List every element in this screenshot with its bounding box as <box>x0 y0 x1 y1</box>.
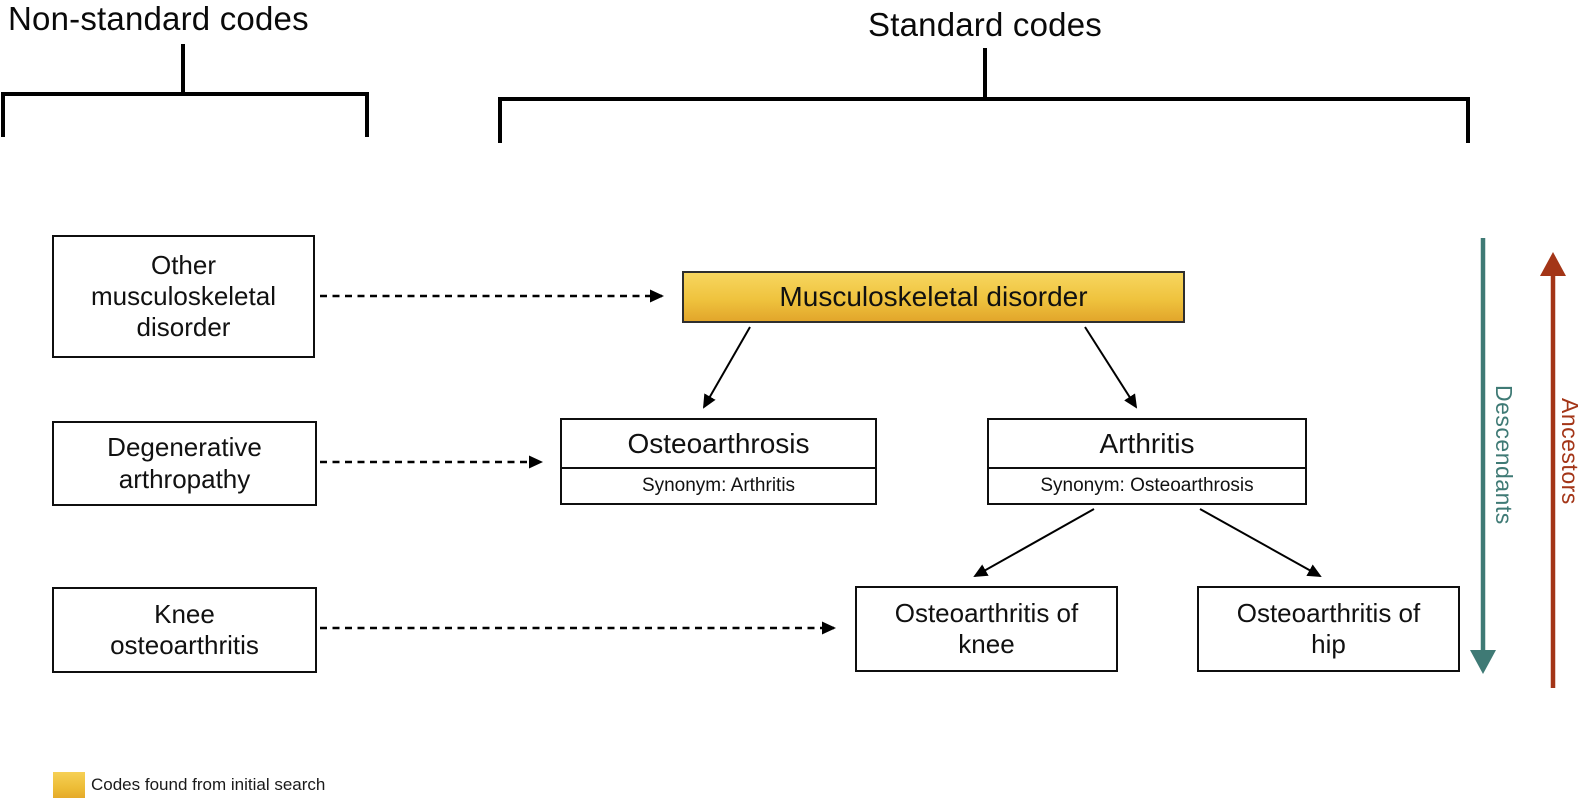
legend-gold-swatch <box>53 772 85 798</box>
node-label: Other musculoskeletal disorder <box>91 249 276 343</box>
non-standard-bracket <box>1 44 369 137</box>
node-osteoarthritis-of-knee: Osteoarthritis of knee <box>855 586 1118 672</box>
node-osteoarthritis-of-hip: Osteoarthritis of hip <box>1197 586 1460 672</box>
node-osteoarthrosis: Osteoarthrosis Synonym: Arthritis <box>560 418 877 505</box>
node-label: Degenerative arthropathy <box>107 432 262 494</box>
legend-label: Codes found from initial search <box>91 775 326 794</box>
arrow-root-to-osteoarthrosis <box>703 326 751 409</box>
node-knee-osteoarthritis: Knee osteoarthritis <box>52 587 317 673</box>
ancestors-label: Ancestors <box>1557 398 1583 505</box>
node-degenerative-arthropathy: Degenerative arthropathy <box>52 421 317 506</box>
node-synonym: Synonym: Arthritis <box>641 475 796 496</box>
node-label: Osteoarthritis of knee <box>894 597 1079 659</box>
node-musculoskeletal-disorder-highlighted: Musculoskeletal disorder <box>682 271 1185 323</box>
non-standard-codes-title: Non-standard codes <box>8 0 309 37</box>
node-arthritis: Arthritis Synonym: Osteoarthrosis <box>987 418 1307 505</box>
node-label: Musculoskeletal disorder <box>779 281 1088 313</box>
descendants-label: Descendants <box>1491 385 1517 525</box>
standard-bracket <box>498 48 1470 143</box>
node-label: Osteoarthritis of hip <box>1236 597 1421 659</box>
legend: Codes found from initial search <box>53 772 325 798</box>
arrow-arthritis-to-oa-hip <box>1199 508 1322 577</box>
node-other-musculoskeletal-disorder: Other musculoskeletal disorder <box>52 235 315 358</box>
arrow-root-to-arthritis <box>1084 326 1138 409</box>
node-label: Knee osteoarthritis <box>110 598 259 660</box>
node-synonym: Synonym: Osteoarthrosis <box>1040 475 1254 496</box>
node-label: Osteoarthrosis <box>562 420 875 469</box>
standard-codes-title: Standard codes <box>868 6 1102 43</box>
arrow-arthritis-to-oa-knee <box>973 508 1095 577</box>
node-label: Arthritis <box>989 420 1305 469</box>
